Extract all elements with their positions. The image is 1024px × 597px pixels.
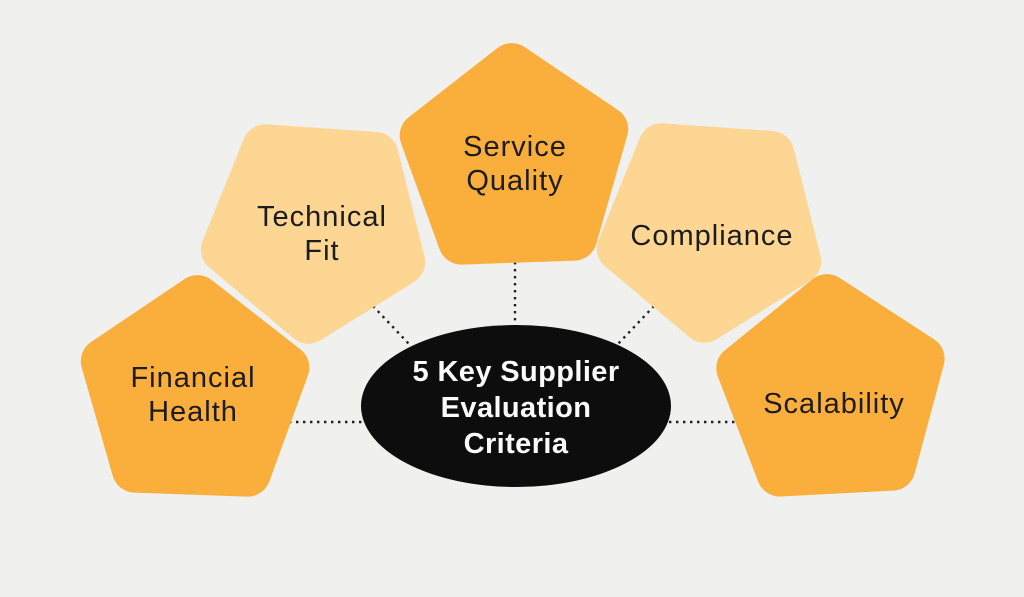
label-line: Fit <box>304 235 340 267</box>
pentagon-compliance <box>596 123 822 343</box>
connector-dotted-line <box>617 305 655 345</box>
label-line: Service <box>463 131 567 163</box>
connector-dotted-line <box>372 305 410 345</box>
pentagon-label-service-quality: Service Quality <box>463 130 567 198</box>
center-title-line: Criteria <box>463 428 569 460</box>
center-title: 5 Key Supplier Evaluation Criteria <box>412 354 619 462</box>
label-line: Quality <box>466 165 564 197</box>
pentagon-financial-health <box>80 275 310 497</box>
label-line: Technical <box>257 201 387 233</box>
pentagon-scalability <box>716 274 945 497</box>
label-line: Health <box>148 396 238 428</box>
pentagon-label-financial-health: Financial Health <box>130 361 255 429</box>
label-line: Scalability <box>763 388 905 420</box>
label-line: Compliance <box>630 220 794 252</box>
label-line: Financial <box>130 362 256 394</box>
pentagon-technical-fit <box>200 124 426 344</box>
center-title-line: 5 Key Supplier <box>412 356 620 388</box>
pentagon-label-technical-fit: Technical Fit <box>257 200 387 268</box>
pentagon-label-scalability: Scalability <box>763 387 905 421</box>
pentagon-label-compliance: Compliance <box>630 219 793 253</box>
center-ellipse <box>361 325 671 487</box>
pentagon-service-quality <box>399 43 629 265</box>
center-title-line: Evaluation <box>440 392 592 424</box>
